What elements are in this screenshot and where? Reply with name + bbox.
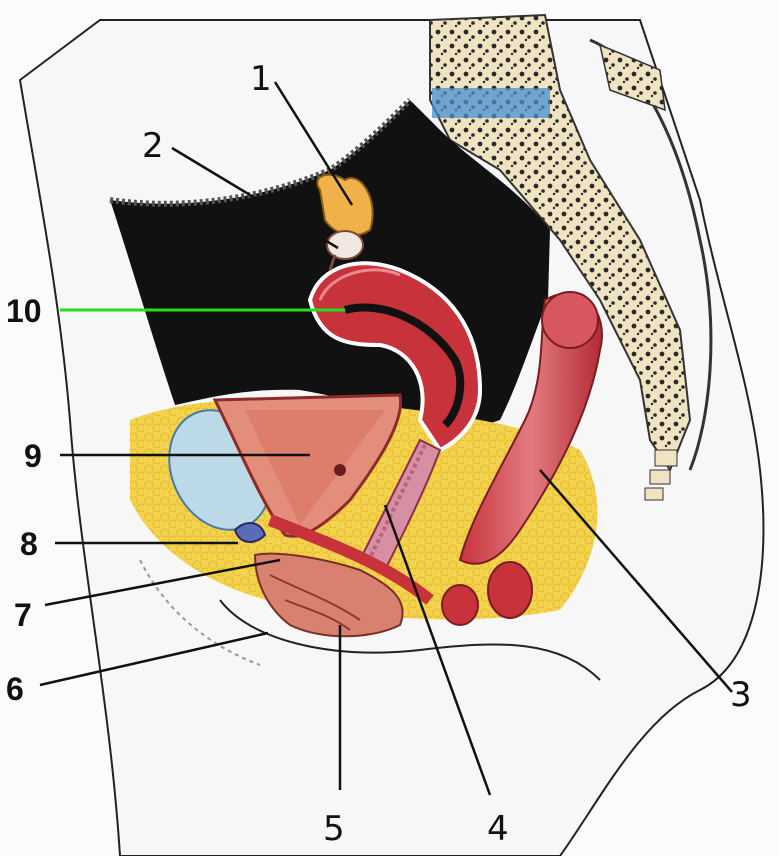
label-6: 6 bbox=[6, 671, 24, 707]
label-5: 5 bbox=[323, 809, 345, 849]
label-3: 3 bbox=[730, 675, 752, 715]
label-1: 1 bbox=[250, 59, 272, 99]
label-9: 9 bbox=[24, 438, 42, 474]
label-7: 7 bbox=[14, 597, 32, 633]
label-10: 10 bbox=[6, 293, 42, 329]
label-2: 2 bbox=[142, 126, 164, 166]
label-8: 8 bbox=[20, 526, 38, 562]
clitoris bbox=[235, 523, 265, 542]
label-4: 4 bbox=[487, 809, 509, 849]
